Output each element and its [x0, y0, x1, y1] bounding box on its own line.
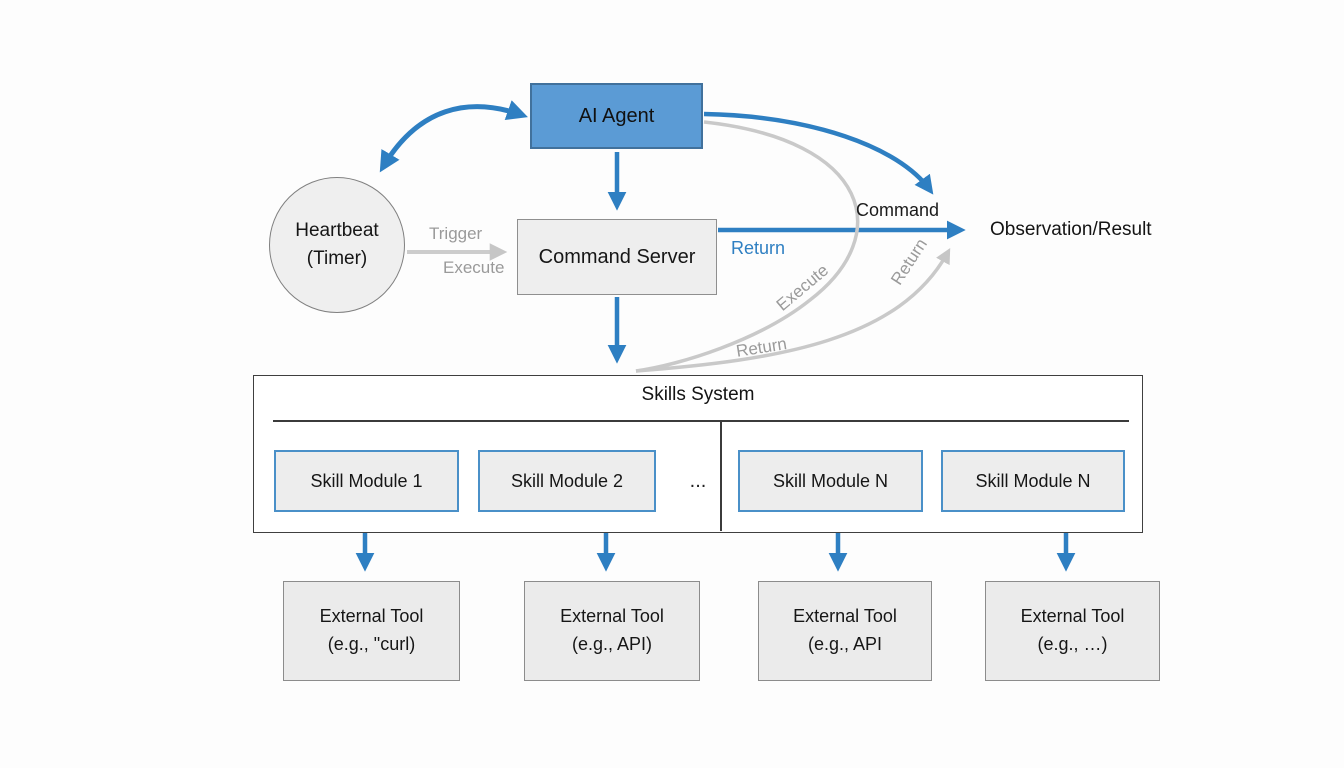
node-skill-module-n1: Skill Module N — [738, 450, 923, 512]
skills-title-divider — [273, 420, 1129, 422]
node-heartbeat-timer: Heartbeat (Timer) — [269, 177, 405, 313]
node-external-tool-2: External Tool (e.g., API) — [524, 581, 700, 681]
external-tool-4-line1: External Tool — [1020, 606, 1125, 627]
skill-module-n1-label: Skill Module N — [772, 470, 889, 491]
external-tool-3-line1: External Tool — [793, 606, 897, 627]
node-skill-module-1: Skill Module 1 — [274, 450, 459, 512]
skills-system-container: Skills System Skill Module 1 Skill Modul… — [253, 375, 1143, 533]
external-tool-2-line1: External Tool — [560, 606, 664, 627]
command-label: Command — [856, 200, 940, 220]
skill-module-n2-label: Skill Module N — [975, 470, 1091, 491]
return-blue-label: Return — [731, 238, 786, 258]
command-server-label: Command Server — [538, 245, 696, 268]
skills-system-title: Skills System — [641, 384, 755, 405]
skills-group-divider — [720, 420, 722, 531]
skill-modules-ellipsis: ... — [689, 469, 707, 492]
node-external-tool-4: External Tool (e.g., …) — [985, 581, 1160, 681]
external-tool-4-line2: (e.g., …) — [1037, 634, 1108, 654]
node-external-tool-1: External Tool (e.g., "curl) — [283, 581, 460, 681]
skill-module-1-label: Skill Module 1 — [310, 470, 423, 491]
external-tool-2-line2: (e.g., API) — [571, 634, 653, 654]
node-ai-agent: AI Agent — [530, 83, 703, 149]
node-command-server: Command Server — [517, 219, 717, 295]
external-tool-3-line2: (e.g., API — [807, 634, 883, 654]
node-skill-module-n2: Skill Module N — [941, 450, 1125, 512]
external-tool-1-line2: (e.g., "curl) — [327, 634, 416, 654]
heartbeat-label-line2: (Timer) — [306, 248, 368, 269]
node-skill-module-2: Skill Module 2 — [478, 450, 656, 512]
skill-module-2-label: Skill Module 2 — [510, 470, 624, 491]
edge-execute-arc — [635, 120, 860, 373]
external-tool-1-line1: External Tool — [319, 606, 424, 627]
edge-return-arc — [635, 247, 951, 373]
ai-agent-label: AI Agent — [578, 104, 655, 127]
observation-result-label: Observation/Result — [990, 219, 1152, 240]
edge-agent-command — [703, 111, 934, 195]
heartbeat-label-line1: Heartbeat — [295, 220, 379, 242]
node-external-tool-3: External Tool (e.g., API — [758, 581, 932, 681]
execute-label: Execute — [443, 258, 505, 277]
trigger-label: Trigger — [429, 224, 483, 243]
edge-agent-heartbeat — [379, 100, 528, 173]
